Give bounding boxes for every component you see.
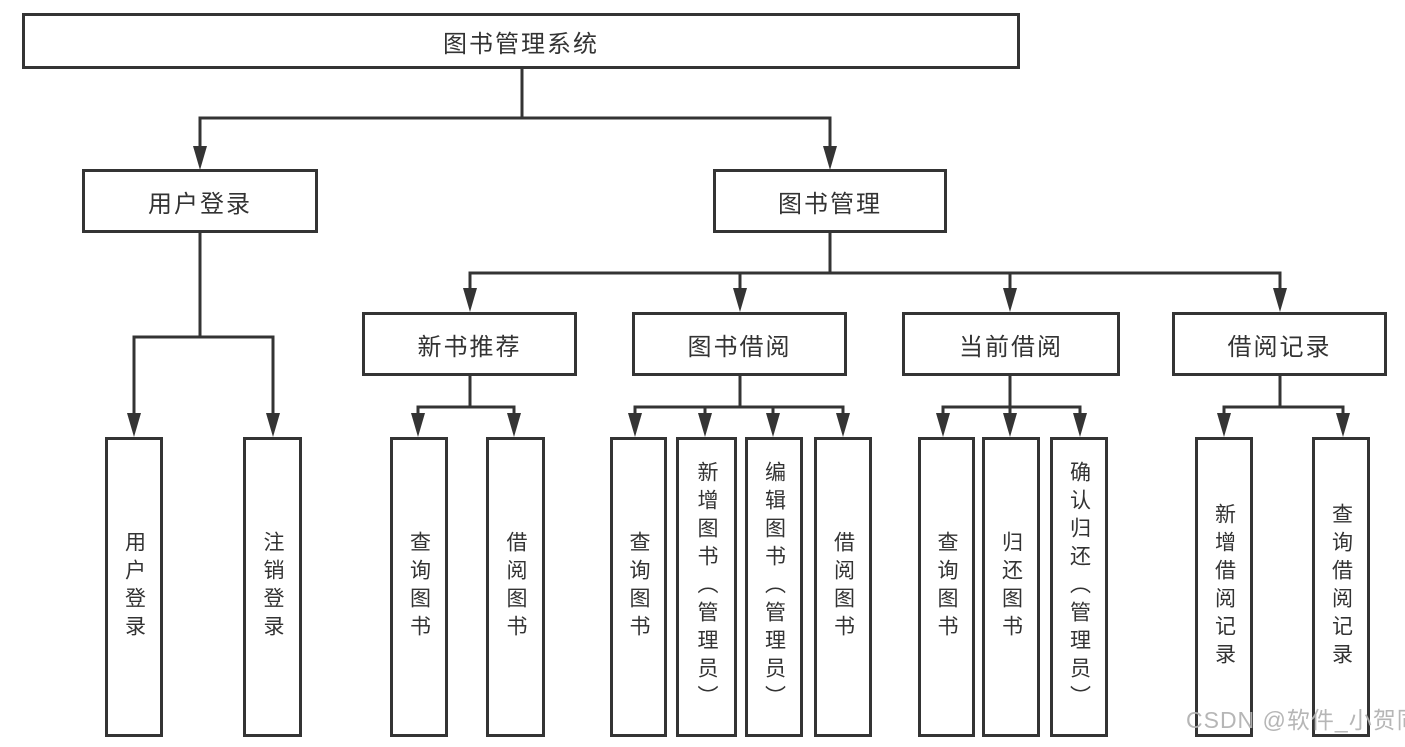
leaf-borrow-book-label: 借阅图书 xyxy=(831,531,855,643)
node-user-login-label: 用户登录 xyxy=(148,190,252,218)
leaf-query-borrow-record-label: 查询借阅记录 xyxy=(1329,503,1353,671)
leaf-logout-label: 注销登录 xyxy=(261,531,284,643)
node-new-book-recommend: 新书推荐 xyxy=(362,312,577,376)
node-book-management: 图书管理 xyxy=(713,169,947,233)
leaf-query-book-borrow: 查询图书 xyxy=(610,437,667,737)
leaf-query-book-current: 查询图书 xyxy=(918,437,975,737)
node-borrow-record-label: 借阅记录 xyxy=(1227,333,1332,361)
node-book-management-label: 图书管理 xyxy=(778,190,882,218)
leaf-query-book-recommend: 查询图书 xyxy=(390,437,448,737)
node-current-borrow-label: 当前借阅 xyxy=(959,333,1063,361)
node-library-system: 图书管理系统 xyxy=(22,13,1020,69)
node-current-borrow: 当前借阅 xyxy=(902,312,1120,376)
node-book-borrow-label: 图书借阅 xyxy=(687,333,792,361)
leaf-query-book-borrow-label: 查询图书 xyxy=(627,531,650,643)
leaf-borrow-book-recommend-label: 借阅图书 xyxy=(504,531,527,643)
csdn-watermark: CSDN @软件_小贺同学 xyxy=(1186,707,1405,733)
leaf-user-login-label: 用户登录 xyxy=(122,531,146,643)
leaf-add-book-admin: 新增图书（管理员） xyxy=(676,437,737,737)
leaf-add-book-admin-label: 新增图书（管理员） xyxy=(695,461,718,713)
leaf-query-book-current-label: 查询图书 xyxy=(935,531,958,643)
leaf-return-book-label: 归还图书 xyxy=(999,531,1023,643)
leaf-query-book-recommend-label: 查询图书 xyxy=(407,531,431,643)
node-new-book-recommend-label: 新书推荐 xyxy=(417,333,522,361)
node-book-borrow: 图书借阅 xyxy=(632,312,847,376)
leaf-confirm-return-admin: 确认归还（管理员） xyxy=(1050,437,1108,737)
node-library-system-label: 图书管理系统 xyxy=(443,30,599,58)
leaf-return-book: 归还图书 xyxy=(982,437,1040,737)
leaf-add-borrow-record: 新增借阅记录 xyxy=(1195,437,1253,737)
leaf-edit-book-admin: 编辑图书（管理员） xyxy=(745,437,803,737)
leaf-edit-book-admin-label: 编辑图书（管理员） xyxy=(762,461,786,713)
leaf-user-login: 用户登录 xyxy=(105,437,163,737)
leaf-query-borrow-record: 查询借阅记录 xyxy=(1312,437,1370,737)
node-user-login: 用户登录 xyxy=(82,169,318,233)
leaf-add-borrow-record-label: 新增借阅记录 xyxy=(1212,503,1236,671)
leaf-confirm-return-admin-label: 确认归还（管理员） xyxy=(1067,461,1091,713)
leaf-borrow-book-recommend: 借阅图书 xyxy=(486,437,545,737)
leaf-logout: 注销登录 xyxy=(243,437,302,737)
leaf-borrow-book: 借阅图书 xyxy=(814,437,872,737)
node-borrow-record: 借阅记录 xyxy=(1172,312,1387,376)
